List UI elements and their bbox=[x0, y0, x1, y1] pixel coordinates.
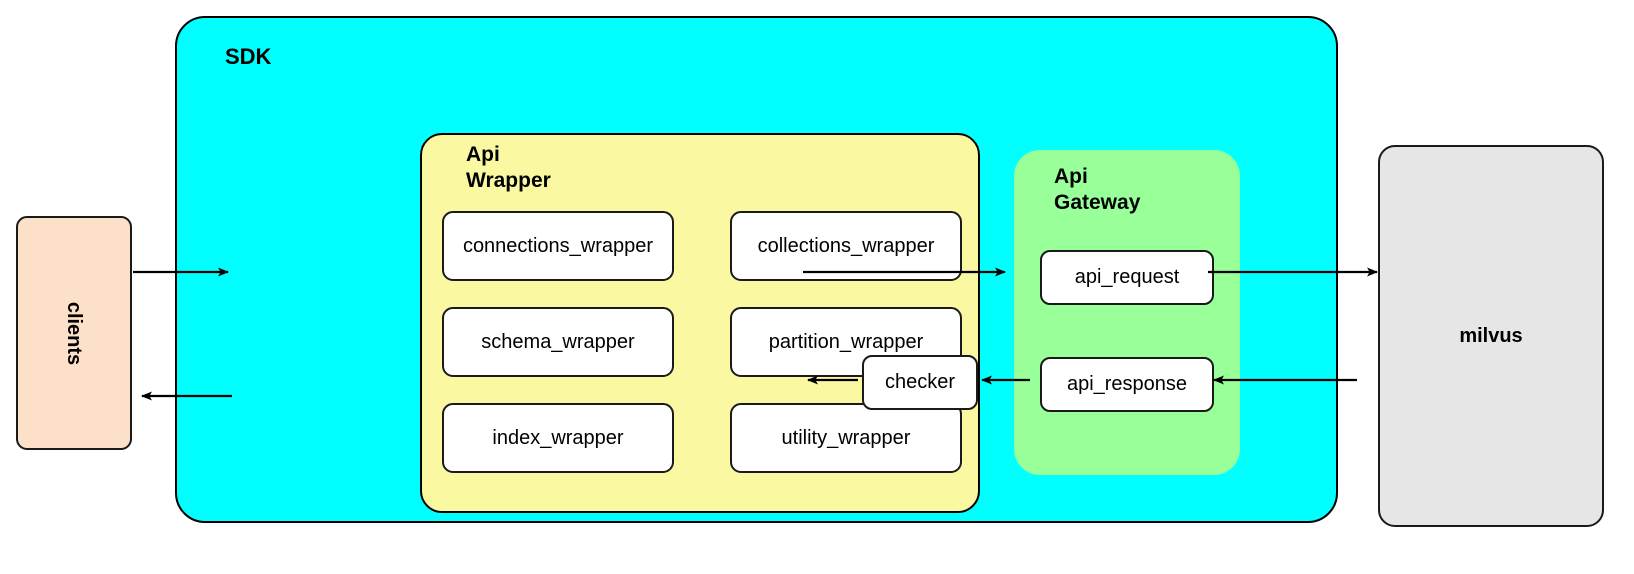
gateway-card-label: api_request bbox=[1074, 266, 1180, 288]
clients-node[interactable]: clients bbox=[16, 216, 132, 450]
api-gateway-label: Api Gateway bbox=[1054, 165, 1141, 215]
checker-label: checker bbox=[884, 371, 956, 393]
wrapper-card-index[interactable]: index_wrapper bbox=[442, 403, 674, 473]
sdk-container[interactable]: SDK Api Wrapper connections_wrapper coll… bbox=[175, 16, 1338, 523]
gateway-card-api-request[interactable]: api_request bbox=[1040, 250, 1214, 305]
milvus-label: milvus bbox=[1459, 324, 1523, 347]
wrapper-card-label: partition_wrapper bbox=[768, 330, 924, 353]
api-wrapper-label: Api Wrapper bbox=[466, 143, 551, 193]
wrapper-card-label: connections_wrapper bbox=[462, 234, 654, 257]
api-gateway-container[interactable]: Api Gateway api_request api_response bbox=[1014, 150, 1240, 475]
sdk-label: SDK bbox=[225, 44, 272, 69]
wrapper-card-label: schema_wrapper bbox=[481, 330, 635, 353]
wrapper-card-label: collections_wrapper bbox=[757, 234, 935, 257]
wrapper-card-schema[interactable]: schema_wrapper bbox=[442, 307, 674, 377]
wrapper-card-label: utility_wrapper bbox=[781, 426, 911, 449]
wrapper-card-label: index_wrapper bbox=[492, 426, 624, 449]
wrapper-card-connections[interactable]: connections_wrapper bbox=[442, 211, 674, 281]
wrapper-card-utility[interactable]: utility_wrapper bbox=[730, 403, 962, 473]
wrapper-card-partition[interactable]: partition_wrapper bbox=[730, 307, 962, 377]
wrapper-card-collections[interactable]: collections_wrapper bbox=[730, 211, 962, 281]
api-wrapper-container[interactable]: Api Wrapper connections_wrapper collecti… bbox=[420, 133, 980, 513]
checker-node[interactable]: checker bbox=[862, 355, 978, 410]
milvus-node[interactable]: milvus bbox=[1378, 145, 1604, 527]
gateway-card-label: api_response bbox=[1066, 373, 1188, 395]
clients-label: clients bbox=[63, 301, 86, 365]
gateway-card-api-response[interactable]: api_response bbox=[1040, 357, 1214, 412]
